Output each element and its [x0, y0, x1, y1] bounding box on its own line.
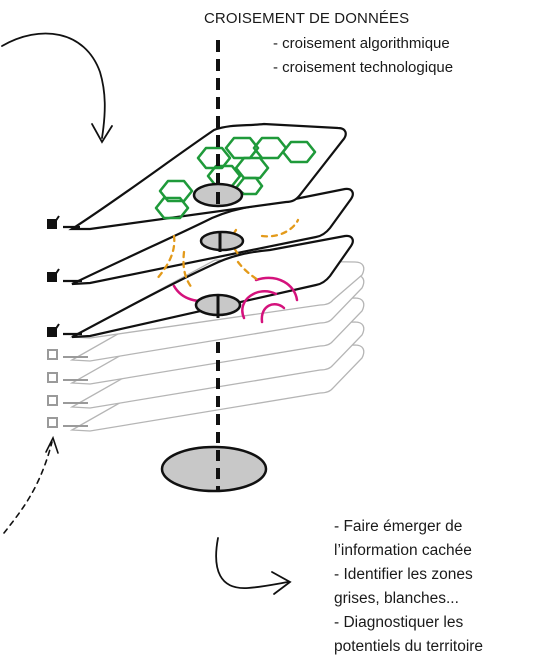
- curved-arrow-in-icon: [1, 32, 113, 144]
- checkbox-checked-icon[interactable]: [47, 268, 82, 283]
- hexagon-cluster: [154, 136, 317, 220]
- arc-marks: [172, 276, 299, 324]
- diagram-title: CROISEMENT DE DONNÉES: [204, 10, 410, 27]
- checkbox-checked-icon[interactable]: [47, 323, 82, 337]
- checkbox-empty-icon[interactable]: [47, 349, 88, 360]
- outcome-line-3: - Identifier les zones: [334, 566, 473, 583]
- outcome-line-2: l’information cachée: [334, 542, 472, 559]
- curved-arrow-out-icon: [215, 537, 292, 595]
- outcome-line-4: grises, blanches...: [334, 590, 459, 607]
- outcome-line-6: potentiels du territoire: [334, 638, 484, 655]
- arcs-layer: [71, 234, 354, 339]
- outcome-line-5: - Diagnostiquer les: [334, 614, 464, 631]
- header-item-technological: - croisement technologique: [273, 59, 454, 76]
- checkbox-checked-icon[interactable]: [47, 215, 80, 229]
- checkbox-empty-icon[interactable]: [47, 417, 88, 428]
- header-item-algorithmic: - croisement algorithmique: [273, 35, 450, 52]
- outcome-line-1: - Faire émerger de: [334, 518, 463, 535]
- dashed-arrow-icon: [3, 435, 59, 534]
- checkbox-empty-icon[interactable]: [47, 372, 88, 383]
- base-disk: [160, 445, 268, 493]
- dashed-layer-disk: [199, 230, 245, 252]
- checkbox-empty-icon[interactable]: [47, 395, 88, 406]
- checkbox-column: [47, 215, 88, 428]
